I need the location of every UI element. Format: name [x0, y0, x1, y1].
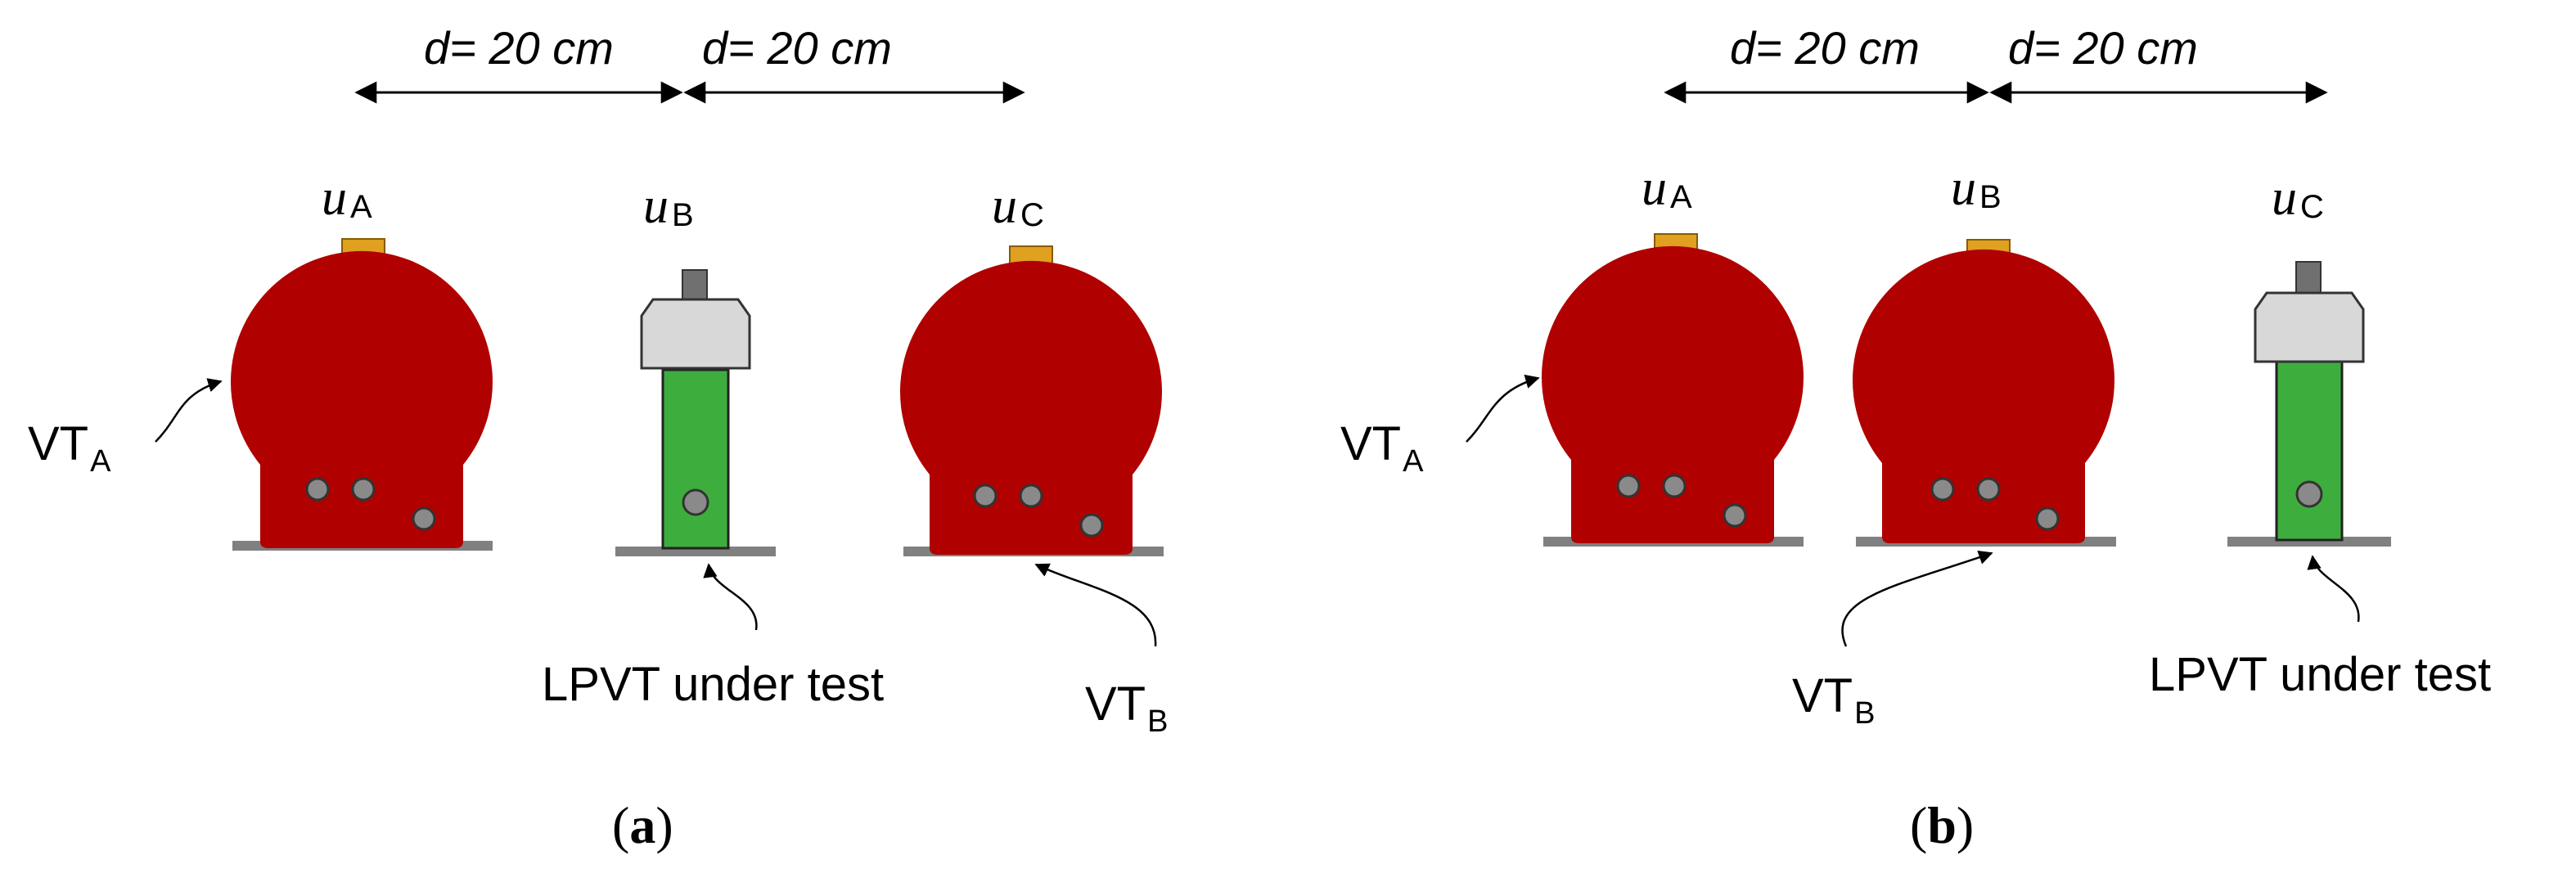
panel-label-a: (a) — [612, 796, 673, 854]
callout-label-vtb: VTB — [1085, 677, 1168, 739]
callout-arrow-vtb — [1034, 563, 1157, 647]
callout-arrow-lpvt — [2307, 555, 2360, 623]
callout-arrow-vta — [1466, 374, 1540, 443]
callout-label-vta: VTA — [28, 417, 111, 479]
dimension-label-bc: d= 20 cm — [702, 22, 892, 74]
callout-label-vta: VTA — [1340, 417, 1424, 479]
dimension-label-ab: d= 20 cm — [1730, 22, 1920, 74]
callout-label-lpvt: LPVT under test — [542, 658, 884, 711]
callout-arrow-vtb — [1841, 550, 1993, 647]
voltage-transformer-a — [231, 238, 493, 551]
lpvt-device-a — [615, 269, 776, 556]
callout-label-lpvt: LPVT under test — [2149, 648, 2491, 701]
callout-arrow-lpvt — [703, 563, 758, 631]
callout-label-vtb: VTB — [1792, 669, 1875, 731]
voltage-transformer-b — [900, 245, 1164, 556]
voltage-transformer-b — [1853, 239, 2116, 547]
callout-arrow-vta — [155, 378, 223, 443]
voltage-transformer-a — [1541, 233, 1804, 547]
panel-label-b: (b) — [1910, 796, 1974, 854]
dimension-label-bc: d= 20 cm — [2008, 22, 2198, 74]
dimension-label-ab: d= 20 cm — [424, 22, 614, 74]
lpvt-device-b — [2227, 261, 2391, 547]
